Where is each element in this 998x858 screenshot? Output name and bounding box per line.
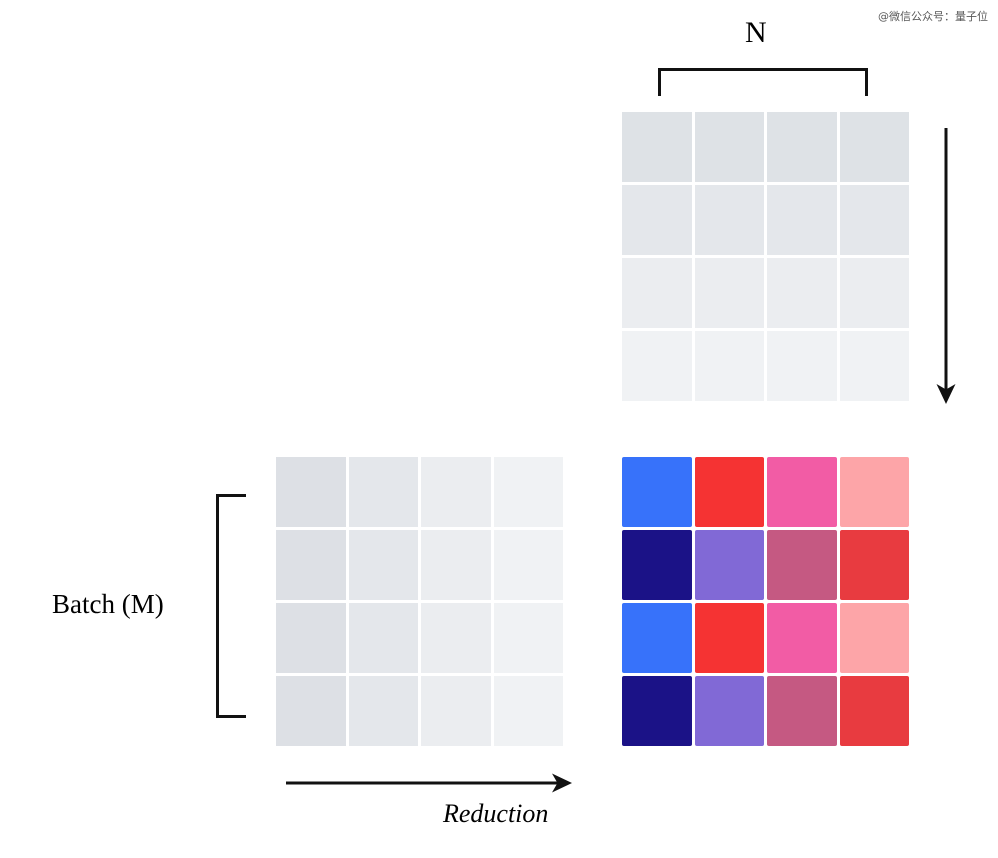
matrix-cell xyxy=(767,530,837,600)
matrix-cell xyxy=(839,530,909,600)
matrix-cell xyxy=(622,457,692,527)
matrix-cell xyxy=(421,676,491,746)
matrix-cell xyxy=(622,676,692,746)
matrix-cell xyxy=(694,530,764,600)
n-label: N xyxy=(745,16,767,49)
matrix-cell xyxy=(839,112,909,182)
matrix-cell xyxy=(767,603,837,673)
matrix-cell xyxy=(276,530,346,600)
matrix-cell xyxy=(694,112,764,182)
matrix-cell xyxy=(348,603,418,673)
matrix-cell xyxy=(622,603,692,673)
result-matrix-grid xyxy=(622,457,909,746)
matrix-cell xyxy=(694,331,764,401)
matrix-cell xyxy=(276,457,346,527)
matrix-cell xyxy=(694,676,764,746)
matrix-cell xyxy=(767,112,837,182)
matrix-cell xyxy=(694,603,764,673)
matrix-cell xyxy=(767,457,837,527)
matrix-cell xyxy=(493,603,563,673)
matrix-cell xyxy=(493,457,563,527)
matrix-cell xyxy=(694,258,764,328)
matrix-cell xyxy=(348,530,418,600)
matrix-cell xyxy=(622,331,692,401)
arrow-right-icon xyxy=(286,773,572,793)
matrix-cell xyxy=(493,676,563,746)
matrix-cell xyxy=(622,185,692,255)
watermark-text: @微信公众号：量子位 xyxy=(878,10,988,23)
batch-label: Batch (M) xyxy=(52,589,164,619)
matrix-cell xyxy=(694,185,764,255)
matrix-cell xyxy=(421,457,491,527)
bracket-vertical-icon xyxy=(216,494,246,718)
matrix-cell xyxy=(694,457,764,527)
matrix-cell xyxy=(622,112,692,182)
matrix-cell xyxy=(767,258,837,328)
matrix-cell xyxy=(421,530,491,600)
matrix-cell xyxy=(839,258,909,328)
matrix-cell xyxy=(839,603,909,673)
matrix-cell xyxy=(622,530,692,600)
matrix-cell xyxy=(348,676,418,746)
matrix-cell xyxy=(276,676,346,746)
matrix-cell xyxy=(839,676,909,746)
matrix-cell xyxy=(839,185,909,255)
matrix-cell xyxy=(767,676,837,746)
matrix-cell xyxy=(276,603,346,673)
arrow-down-icon xyxy=(936,128,956,404)
matrix-cell xyxy=(493,530,563,600)
matrix-cell xyxy=(767,185,837,255)
bracket-horizontal-icon xyxy=(658,68,868,96)
reduction-label: Reduction xyxy=(443,799,549,828)
matrix-cell xyxy=(622,258,692,328)
matrix-cell xyxy=(421,603,491,673)
n-matrix-grid xyxy=(622,112,909,401)
matrix-cell xyxy=(767,331,837,401)
matrix-cell xyxy=(348,457,418,527)
matrix-cell xyxy=(839,331,909,401)
batch-matrix-grid xyxy=(276,457,563,746)
matrix-cell xyxy=(839,457,909,527)
